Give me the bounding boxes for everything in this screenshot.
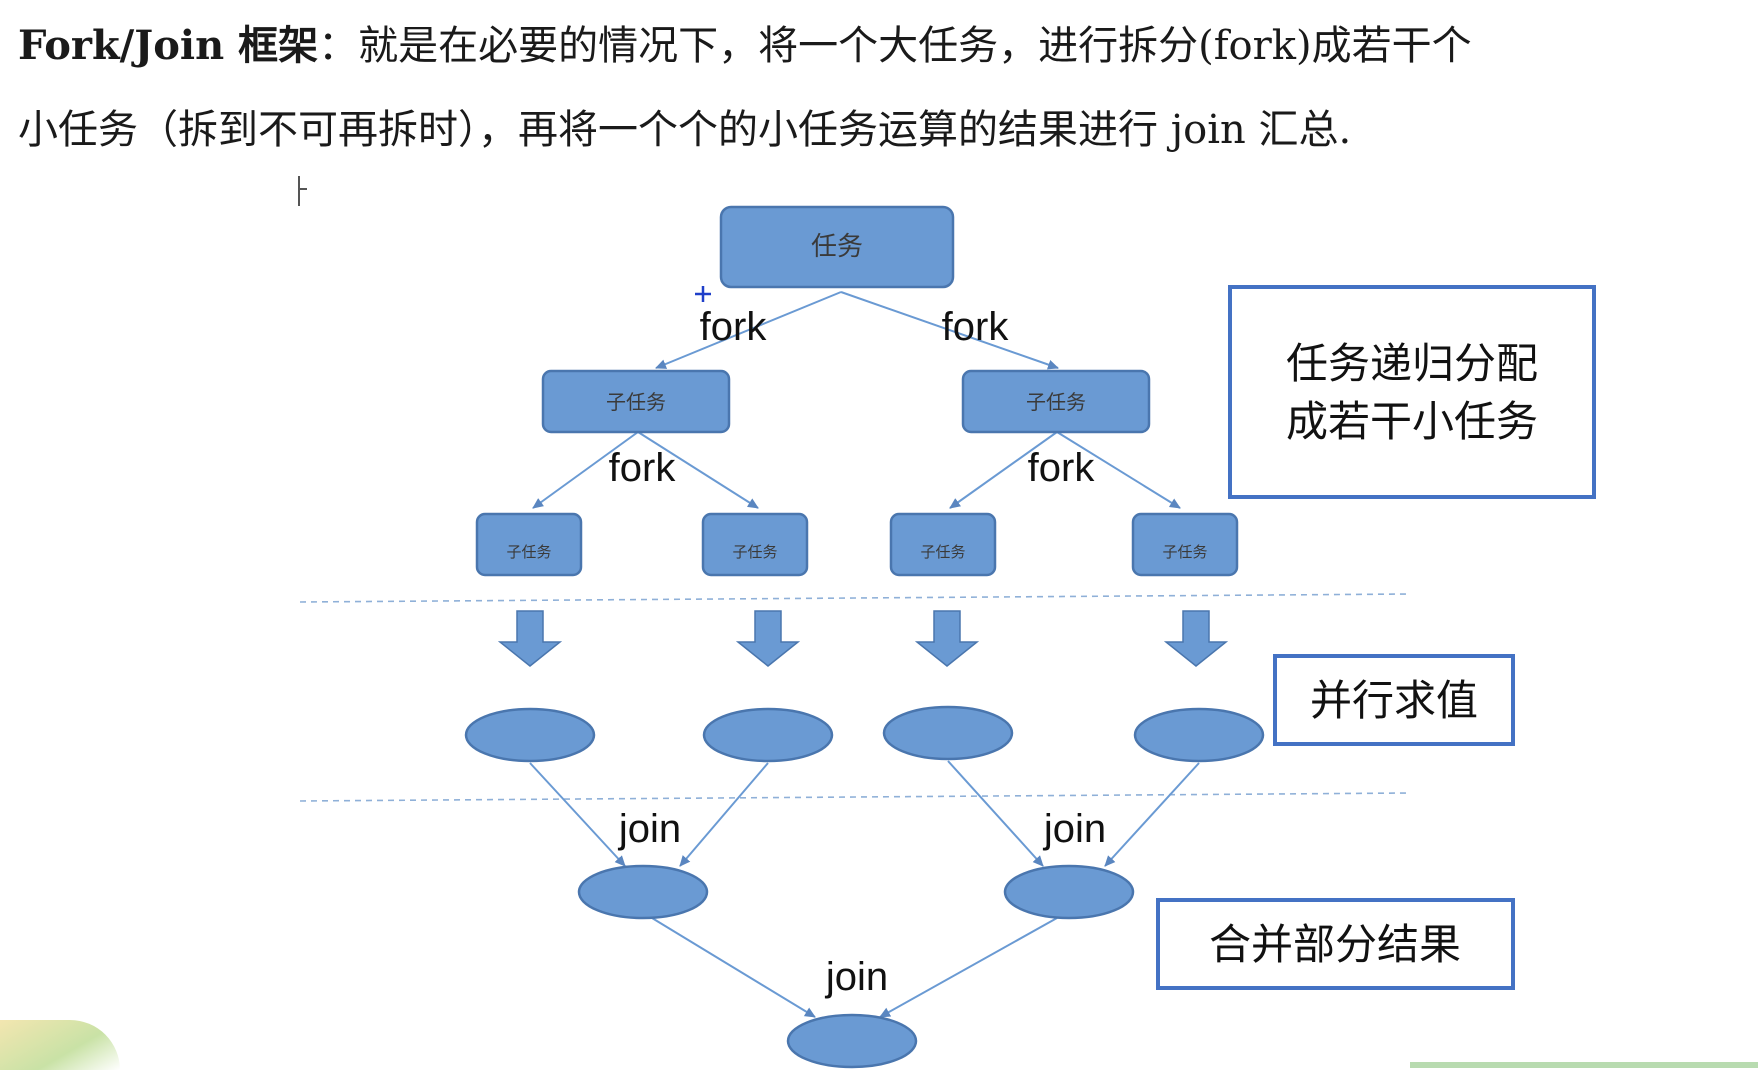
leaf-subtask-node: 子任务 bbox=[889, 512, 997, 577]
root-task-label: 任务 bbox=[811, 232, 863, 262]
leaf-subtask-label: 子任务 bbox=[920, 543, 965, 561]
fork-label: fork bbox=[700, 305, 768, 349]
join-label: join bbox=[618, 807, 681, 851]
fork-edge bbox=[532, 431, 639, 509]
merge-note-box: 合并部分结果 bbox=[1156, 898, 1515, 990]
parallel-note-text: 并行求值 bbox=[1310, 676, 1478, 725]
join-edge bbox=[529, 762, 626, 867]
separator-line-top bbox=[299, 593, 1411, 603]
leaf-subtask-node: 子任务 bbox=[701, 512, 809, 577]
join-edge bbox=[679, 762, 769, 867]
framework-term: Fork/Join 框架 bbox=[18, 22, 319, 69]
leaf-subtask-label: 子任务 bbox=[732, 543, 777, 561]
parallel-result-node bbox=[882, 705, 1014, 761]
parallel-result-node bbox=[702, 707, 834, 763]
fork-edge bbox=[637, 431, 759, 509]
leaf-subtask-node: 子任务 bbox=[475, 512, 583, 577]
subtask-node-right: 子任务 bbox=[961, 369, 1151, 434]
join-label: join bbox=[825, 955, 888, 999]
join-edge bbox=[651, 917, 816, 1018]
down-arrow-icon bbox=[1163, 610, 1229, 667]
parallel-note-box: 并行求值 bbox=[1273, 654, 1515, 746]
down-arrow-icon bbox=[735, 610, 801, 667]
separator-line-bottom bbox=[299, 792, 1411, 802]
leaf-subtask-label: 子任务 bbox=[506, 543, 551, 561]
fork-label: fork bbox=[609, 446, 677, 490]
merge-note-text: 合并部分结果 bbox=[1209, 920, 1461, 969]
final-result-node bbox=[786, 1013, 918, 1069]
join-edge bbox=[1104, 762, 1200, 867]
root-task-node: 任务 bbox=[719, 205, 955, 289]
fork-edges bbox=[532, 291, 1181, 509]
intro-line1: ：就是在必要的情况下，将一个大任务，进行拆分(fork)成若干个 bbox=[318, 23, 1472, 69]
join-edges bbox=[529, 760, 1200, 1018]
plus-icon bbox=[695, 286, 711, 302]
fork-edge bbox=[655, 291, 842, 369]
down-arrow-icon bbox=[914, 610, 980, 667]
leaf-subtask-label: 子任务 bbox=[1162, 543, 1207, 561]
intro-paragraph: Fork/Join 框架：就是在必要的情况下，将一个大任务，进行拆分(fork)… bbox=[18, 4, 1748, 172]
join-label: join bbox=[1043, 807, 1106, 851]
subtask-node-left: 子任务 bbox=[541, 369, 731, 434]
leaf-subtask-node: 子任务 bbox=[1131, 512, 1239, 577]
slide-footer-line bbox=[1410, 1062, 1758, 1068]
fork-label: fork bbox=[942, 305, 1010, 349]
fork-edge bbox=[1056, 431, 1181, 509]
split-note-line1: 任务递归分配 bbox=[1286, 339, 1538, 388]
partial-merge-node bbox=[1003, 864, 1135, 920]
text-cursor-icon bbox=[298, 176, 307, 206]
partial-merge-node bbox=[577, 864, 709, 920]
split-note-box: 任务递归分配 成若干小任务 bbox=[1228, 285, 1596, 499]
subtask-label: 子任务 bbox=[1026, 390, 1086, 414]
down-arrow-icon bbox=[497, 610, 563, 667]
fork-edge bbox=[840, 291, 1059, 370]
subtask-label: 子任务 bbox=[606, 390, 666, 414]
parallel-result-node bbox=[1133, 707, 1265, 763]
parallel-result-node bbox=[464, 707, 596, 763]
join-edge bbox=[947, 760, 1044, 867]
join-edge bbox=[879, 917, 1058, 1018]
fork-label: fork bbox=[1028, 446, 1096, 490]
fork-edge bbox=[949, 431, 1058, 509]
split-note-line2: 成若干小任务 bbox=[1286, 397, 1538, 446]
intro-line2: 小任务（拆到不可再拆时），再将一个个的小任务运算的结果进行 join 汇总. bbox=[18, 107, 1352, 153]
